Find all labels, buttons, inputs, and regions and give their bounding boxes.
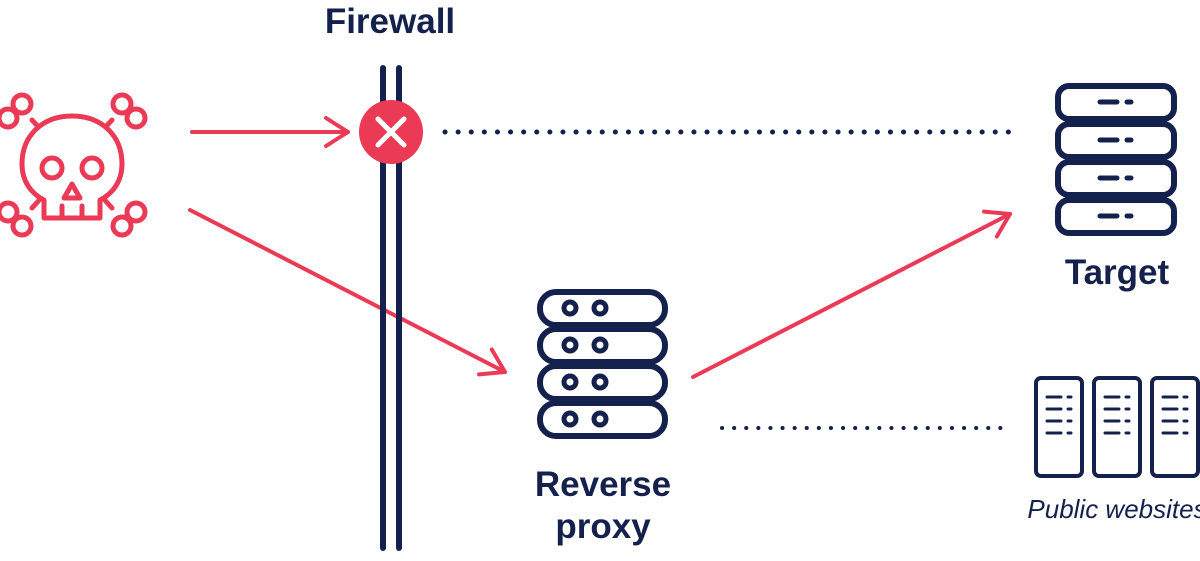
target-label: Target bbox=[1064, 253, 1170, 292]
x-circle-icon bbox=[359, 100, 423, 164]
reverse-proxy-label: Reverse proxy bbox=[534, 465, 672, 546]
skull-crossbones-icon bbox=[0, 92, 148, 238]
proxy-to-target-arrow bbox=[691, 209, 1012, 379]
firewall-overlap bbox=[380, 290, 402, 325]
server-stack-icon bbox=[537, 289, 668, 439]
server-rack-icon bbox=[1034, 376, 1200, 478]
firewall-label: Firewall bbox=[324, 2, 456, 41]
server-stack-icon bbox=[1055, 83, 1177, 236]
attack-to-proxy-arrow bbox=[188, 208, 507, 377]
public-websites-label: Public websites bbox=[1027, 494, 1200, 524]
